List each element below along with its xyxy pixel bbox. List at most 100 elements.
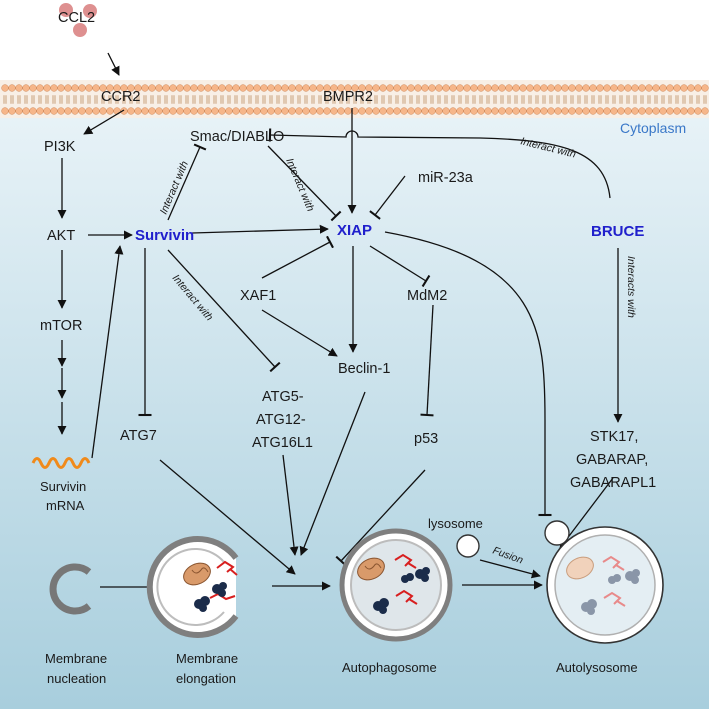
lipid-head xyxy=(526,107,534,115)
autophagosome-icon xyxy=(339,528,453,642)
lipid-tail xyxy=(528,95,532,103)
lipid-head xyxy=(225,107,233,115)
lipid-tail xyxy=(507,95,511,103)
lipid-head xyxy=(211,84,219,92)
lipid-tail xyxy=(437,95,441,103)
lipid-head xyxy=(673,84,681,92)
lipid-head xyxy=(624,84,632,92)
lipid-head xyxy=(491,84,499,92)
lipid-head xyxy=(393,107,401,115)
edge-survivin-smac xyxy=(167,143,207,221)
lipid-head xyxy=(155,107,163,115)
lipid-head xyxy=(477,84,485,92)
lipid-head xyxy=(442,84,450,92)
lipid-head xyxy=(288,84,296,92)
edge-xaf1-beclin xyxy=(261,309,338,357)
node-mtor: mTOR xyxy=(40,318,82,334)
lipid-tail xyxy=(689,95,693,103)
lipid-tail xyxy=(605,95,609,103)
lipid-head xyxy=(57,84,65,92)
lipid-head xyxy=(428,107,436,115)
lipid-head xyxy=(701,107,709,115)
stage-label-elongation-line2: elongation xyxy=(176,671,236,686)
lipid-tail xyxy=(409,95,413,103)
edge-survivin-atg5 xyxy=(167,249,281,373)
lipid-head xyxy=(246,84,254,92)
edge-xiap-mdm2 xyxy=(369,245,431,288)
lipid-head xyxy=(176,107,184,115)
lipid-head xyxy=(484,107,492,115)
lipid-head xyxy=(267,107,275,115)
lipid-head xyxy=(512,84,520,92)
lipid-tail xyxy=(423,95,427,103)
lipid-head xyxy=(330,107,338,115)
lipid-tail xyxy=(444,95,448,103)
edge-mir23a-xiap xyxy=(369,175,406,220)
lipid-head xyxy=(162,84,170,92)
lipid-head xyxy=(407,107,415,115)
edge-atg5-autophagy xyxy=(282,454,299,556)
lipid-tail xyxy=(633,95,637,103)
lipid-head xyxy=(589,107,597,115)
stage-label-autolysosome: Autolysosome xyxy=(556,660,638,675)
lipid-head xyxy=(561,84,569,92)
lipid-head xyxy=(421,84,429,92)
lipid-head xyxy=(176,84,184,92)
lipid-head xyxy=(8,107,16,115)
lipid-tail xyxy=(192,95,196,103)
lipid-head xyxy=(519,84,527,92)
lipid-head xyxy=(197,107,205,115)
lipid-head xyxy=(554,107,562,115)
lipid-tail xyxy=(143,95,147,103)
lipid-head xyxy=(617,84,625,92)
lipid-head xyxy=(456,84,464,92)
lipid-head xyxy=(554,84,562,92)
lipid-head xyxy=(372,107,380,115)
edge-p53-autophagy xyxy=(335,469,426,567)
node-survivin-mrna-line2: mRNA xyxy=(46,498,85,513)
node-ccl2: CCL2 xyxy=(58,10,95,26)
lipid-head xyxy=(463,84,471,92)
lipid-tail xyxy=(94,95,98,103)
lipid-head xyxy=(414,107,422,115)
lipid-head xyxy=(505,84,513,92)
lipid-tail xyxy=(276,95,280,103)
lipid-head xyxy=(386,107,394,115)
lipid-head xyxy=(141,107,149,115)
lipid-tail xyxy=(696,95,700,103)
lipid-head xyxy=(323,107,331,115)
lipid-tail xyxy=(430,95,434,103)
node-akt: AKT xyxy=(47,228,75,244)
node-ccr2: CCR2 xyxy=(101,89,140,105)
lipid-tail xyxy=(654,95,658,103)
lipid-tail xyxy=(157,95,161,103)
lipid-head xyxy=(337,107,345,115)
lipid-head xyxy=(295,84,303,92)
node-smac-diablo: Smac/DIABLO xyxy=(190,129,284,145)
lipid-head xyxy=(449,84,457,92)
edge-xiap-fusion xyxy=(384,231,552,517)
lipid-head xyxy=(379,84,387,92)
lipid-head xyxy=(680,84,688,92)
lipid-head xyxy=(617,107,625,115)
lipid-tail xyxy=(150,95,154,103)
lipid-head xyxy=(694,84,702,92)
lipid-tail xyxy=(325,95,329,103)
lipid-head xyxy=(204,107,212,115)
lipid-head xyxy=(64,84,72,92)
lipid-head xyxy=(631,107,639,115)
lipid-tail xyxy=(360,95,364,103)
lipid-head xyxy=(169,84,177,92)
lipid-head xyxy=(162,107,170,115)
lipid-head xyxy=(288,107,296,115)
lipid-tail xyxy=(647,95,651,103)
lipid-head xyxy=(232,107,240,115)
lipid-head xyxy=(659,107,667,115)
lipid-head xyxy=(183,84,191,92)
node-survivin: Survivin xyxy=(135,227,194,244)
node-xiap: XIAP xyxy=(337,222,372,239)
lipid-head xyxy=(463,107,471,115)
lipid-tail xyxy=(101,95,105,103)
lipid-tail xyxy=(472,95,476,103)
lipid-tail xyxy=(185,95,189,103)
